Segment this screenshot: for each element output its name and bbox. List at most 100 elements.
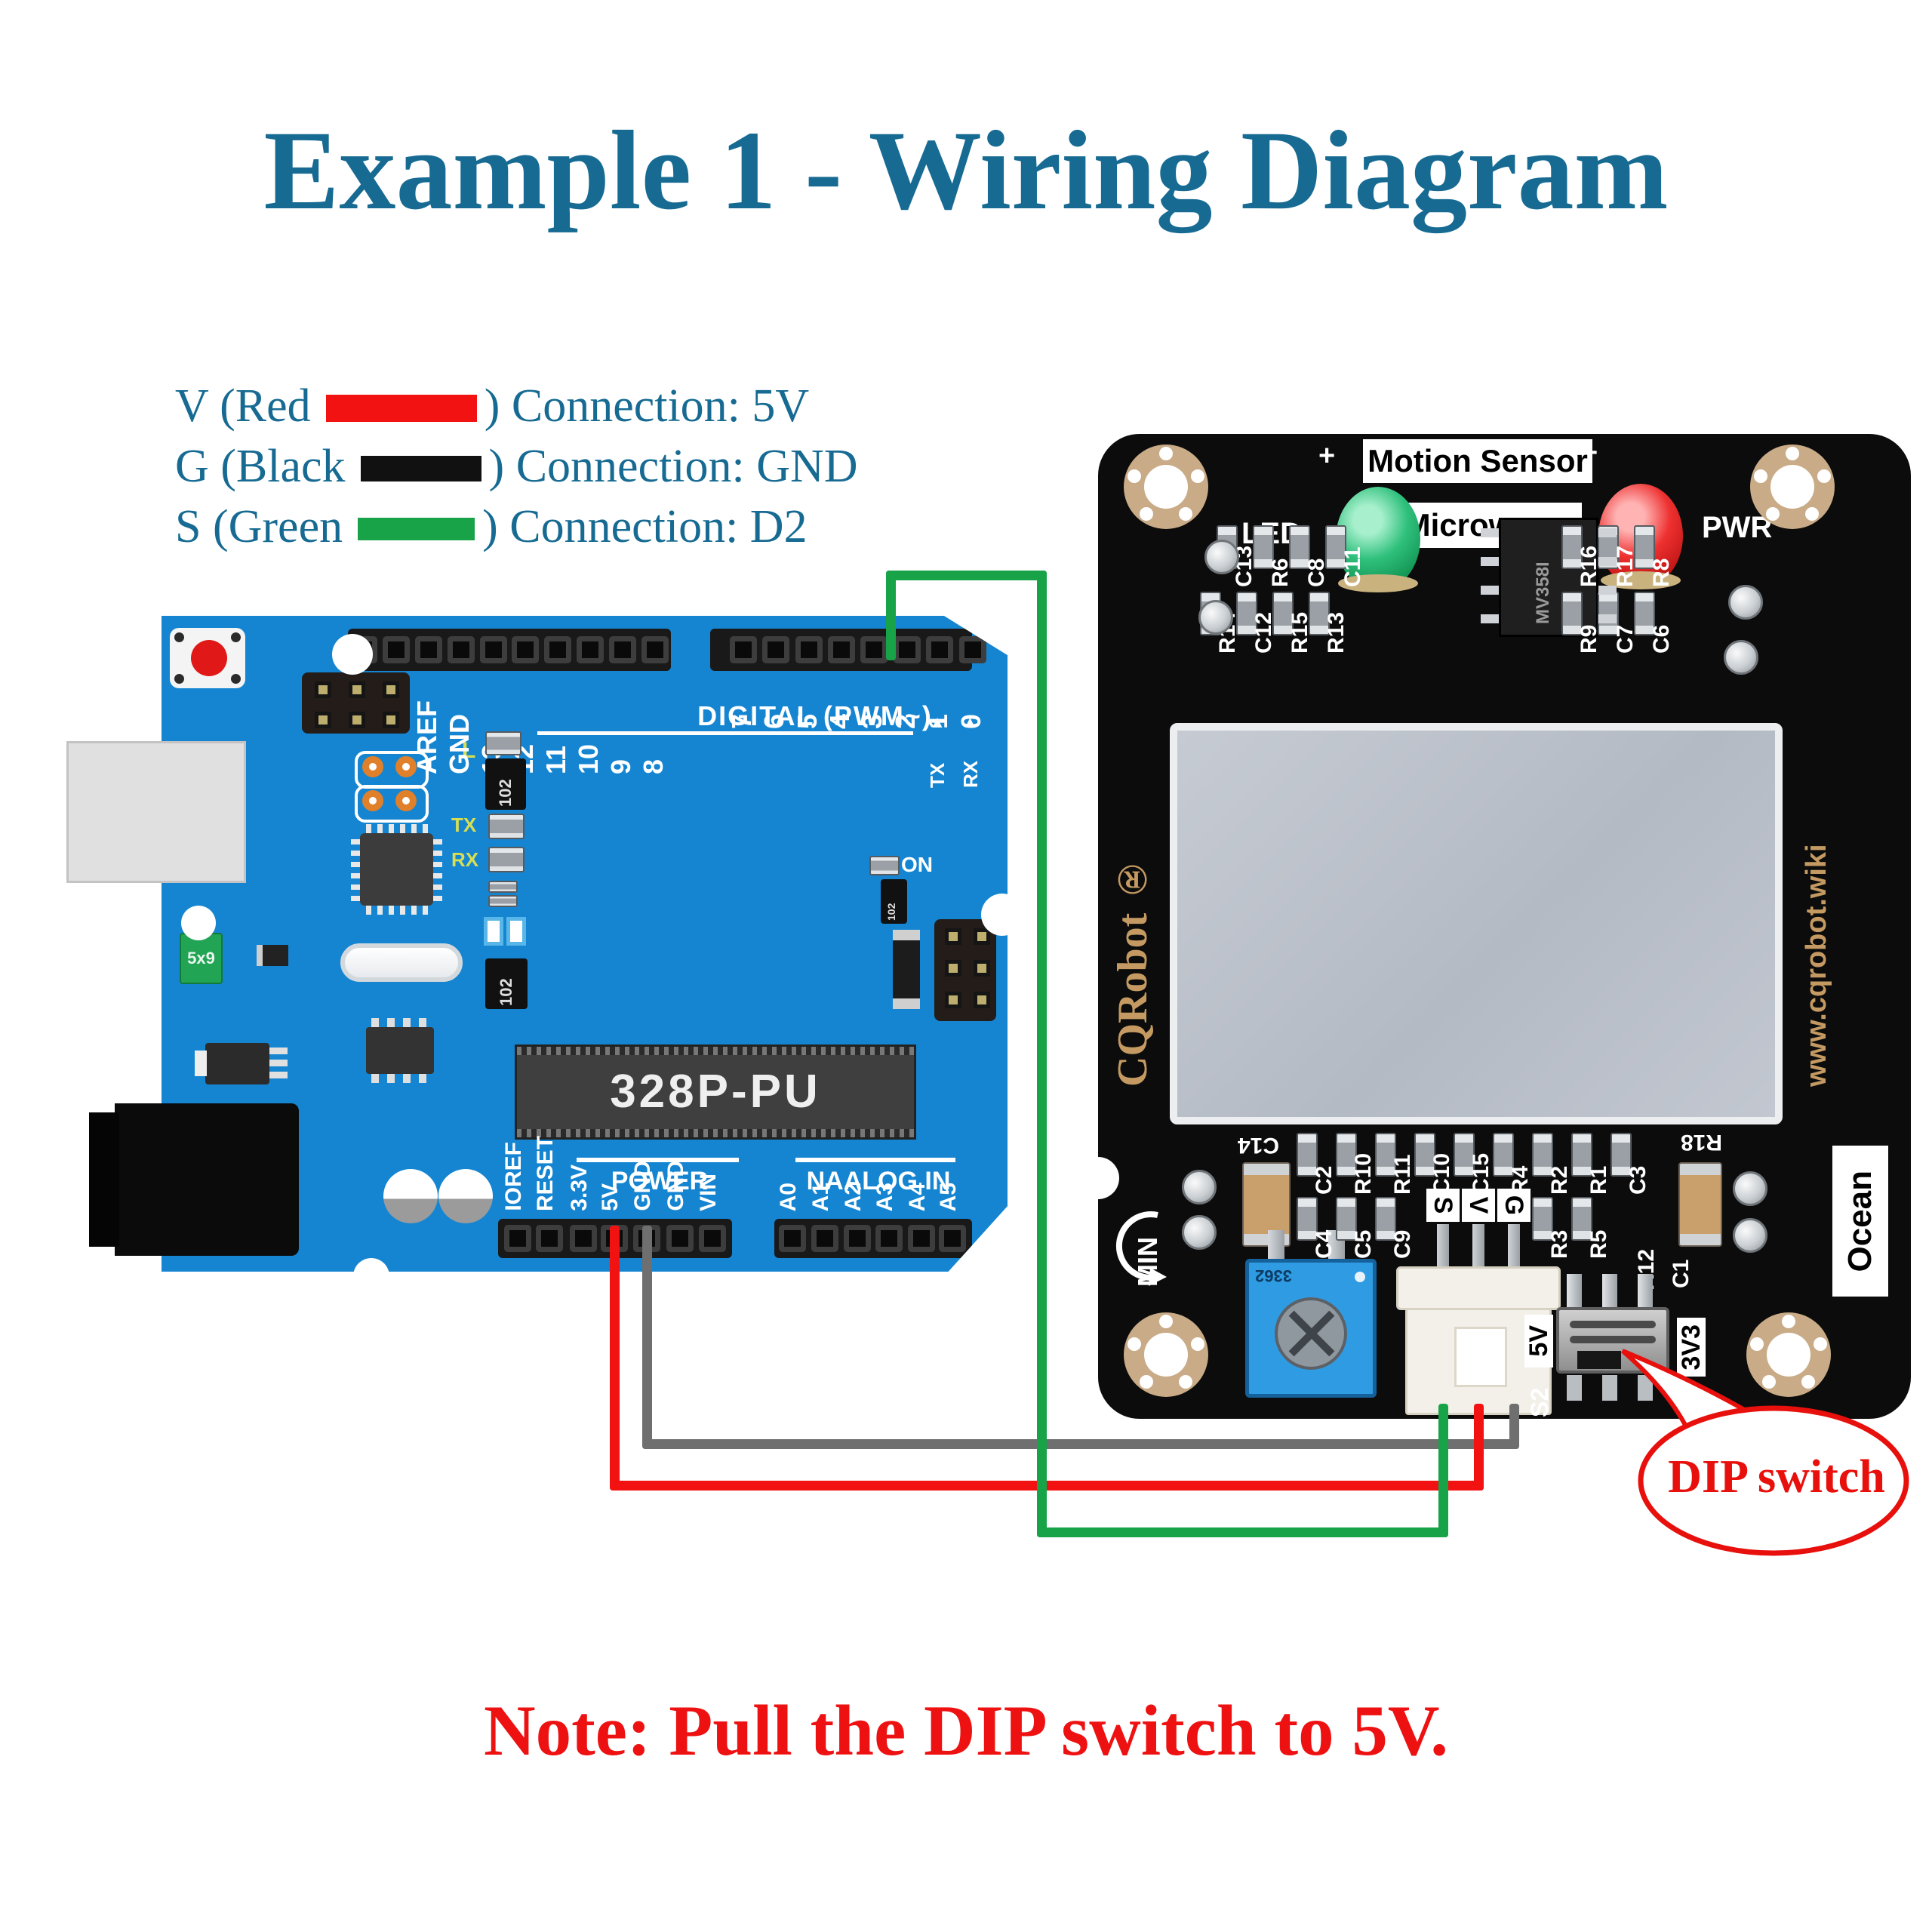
power-pin-label-3.3V: 3.3V: [567, 1164, 592, 1211]
digital-header-right-pin: [608, 636, 636, 663]
qfp-leg: [377, 824, 383, 833]
qfp-leg: [377, 906, 383, 915]
smd-l: [485, 731, 521, 755]
crystal-oscillator: [340, 943, 463, 982]
analog-pin-label-A1: A1: [808, 1182, 833, 1211]
solder-dot: [1733, 1218, 1767, 1253]
pin-label-3: 3: [857, 713, 888, 729]
label-C2: C2: [1312, 1165, 1337, 1195]
opamp-leg: [1598, 528, 1617, 537]
icsp-pin: [349, 712, 365, 728]
led-plus-mark: +: [1318, 440, 1336, 472]
solder-dot: [1182, 1170, 1217, 1204]
solder-dot: [1198, 600, 1233, 635]
mount-hole-dot: [1128, 469, 1142, 484]
label-C5: C5: [1351, 1229, 1376, 1259]
legend-v-post: ) Connection: 5V: [484, 380, 810, 432]
analog-pin-label-A4: A4: [905, 1182, 930, 1211]
power-pin-label-IOREF: IOREF: [501, 1142, 526, 1211]
mount-hole-dot: [1754, 469, 1768, 484]
power-pin: [504, 1225, 531, 1252]
mount-hole-dot: [1178, 506, 1192, 521]
legend-v-pre: V (Red: [175, 380, 311, 432]
solder-dot: [1733, 1171, 1767, 1206]
smd-R4: [1493, 1133, 1514, 1177]
signal-wire-segment: [1036, 1527, 1448, 1537]
icsp-pin: [315, 681, 331, 698]
icsp-pin: [349, 681, 365, 698]
qfp-leg: [351, 884, 360, 890]
mount-hole: [332, 634, 373, 675]
smd-pair: [484, 917, 503, 946]
mount-hole-dot: [1801, 1374, 1815, 1389]
qfp-leg: [351, 851, 360, 856]
analog-pin-label-A0: A0: [776, 1182, 801, 1211]
regulator-leg: [269, 1048, 288, 1054]
mount-hole: [1144, 1333, 1188, 1377]
dip-pad-1: [1567, 1375, 1582, 1401]
smd-R11: [1375, 1133, 1396, 1177]
power-jack-barrel: [89, 1112, 119, 1247]
dip-pad-2: [1602, 1375, 1617, 1401]
opamp-ic-marking: MV358I: [1533, 561, 1553, 624]
qfp-leg: [433, 873, 442, 878]
legend-row-v: V (Red ) Connection: 5V: [175, 376, 809, 436]
smd-small: [488, 895, 518, 907]
qfp-leg: [423, 906, 428, 915]
resistor-102: 102: [485, 758, 526, 810]
digital-header-left-pin: [958, 636, 986, 663]
opamp-leg: [1598, 557, 1617, 566]
smd-R15: [1272, 592, 1294, 635]
qfp-leg: [351, 839, 360, 844]
smd-C2: [1297, 1133, 1318, 1177]
digital-header-right-pin: [383, 636, 411, 663]
mount-hole: [1144, 465, 1188, 509]
mount-hole: [1767, 1333, 1810, 1377]
dip-5v-label-box: 5V: [1524, 1315, 1553, 1367]
power-pin-label-GND: GND: [630, 1161, 655, 1211]
c1-label: C1: [1669, 1259, 1694, 1288]
solder-dot: [1724, 640, 1758, 675]
pwr-led-label: PWR: [1702, 511, 1773, 544]
status-led: [1336, 487, 1420, 591]
pin-label-GND: GND: [443, 714, 475, 774]
smd-C10: [1414, 1133, 1435, 1177]
digital-header-left-pin: [860, 636, 888, 663]
legend-g-post: ) Connection: GND: [488, 440, 858, 492]
label-R3: R3: [1547, 1229, 1572, 1259]
radar-shield: [1170, 723, 1783, 1124]
mount-hole-dot: [1804, 506, 1819, 521]
power-pin: [699, 1225, 726, 1252]
dip-switch-callout: [1621, 1349, 1909, 1556]
pwr-plus-mark: +: [1581, 437, 1598, 469]
analog-overline: [795, 1158, 955, 1162]
pin-label-7: 7: [725, 713, 757, 729]
smd-C6: [1634, 592, 1655, 635]
ic8-leg: [403, 1018, 411, 1027]
analog-pin-label-A5: A5: [936, 1182, 961, 1211]
smd-R8: [1634, 525, 1655, 569]
aux-pin: [945, 928, 961, 945]
label-R2: R2: [1547, 1165, 1572, 1195]
analog-pin: [939, 1225, 966, 1252]
smd-C8: [1289, 525, 1310, 569]
aux-pin: [945, 960, 961, 977]
potentiometer-screw: [1275, 1297, 1347, 1370]
mcu-chip: 328P-PU: [515, 1044, 916, 1140]
digital-header-right-pin: [447, 636, 475, 663]
mount-hole-dot: [1140, 1374, 1154, 1389]
opamp-leg: [1598, 614, 1617, 623]
digital-header-left-pin: [827, 636, 855, 663]
usb-connector: [66, 741, 246, 883]
label-R4: R4: [1508, 1165, 1533, 1195]
smd-C15: [1454, 1133, 1475, 1177]
ocean-label: Ocean: [1841, 1170, 1878, 1272]
rx-triangle-icon: ▲: [961, 712, 979, 731]
smd-small: [257, 945, 288, 966]
smd-R2: [1532, 1133, 1553, 1177]
resistor-102: 102: [485, 958, 528, 1009]
icsp-pin: [383, 681, 399, 698]
legend-g-pre: G (Black: [175, 440, 346, 492]
led-tx-label: TX: [451, 814, 477, 836]
